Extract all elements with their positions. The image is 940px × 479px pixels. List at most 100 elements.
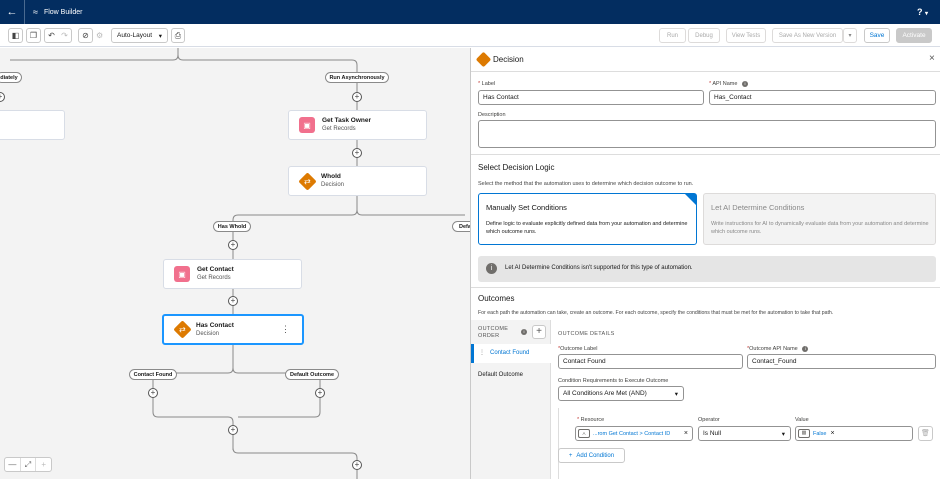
branch-pill-run-async[interactable]: Run Asynchronously — [325, 72, 389, 83]
chevron-down-icon: ▾ — [158, 32, 162, 40]
drag-handle-icon[interactable]: ⋮ — [479, 350, 485, 356]
card-title: Let AI Determine Conditions — [711, 203, 805, 212]
settings-gear-icon[interactable]: ⚙ — [96, 31, 104, 40]
outcome-api-name-label: *Outcome API Name i — [747, 346, 809, 352]
add-element-plus-icon[interactable]: + — [228, 425, 238, 435]
add-condition-label: Add Condition — [576, 452, 615, 459]
condition-requirements-value: All Conditions Are Met (AND) — [563, 390, 647, 397]
outcome-item-label: Contact Found — [490, 350, 530, 356]
add-element-plus-icon[interactable]: + — [315, 388, 325, 398]
card-manual-conditions[interactable]: Manually Set Conditions Define logic to … — [478, 193, 697, 245]
save-options-chevron-icon[interactable]: ▾ — [843, 28, 857, 43]
decision-properties-panel: Decision × * Label Has Contact * API Nam… — [470, 48, 940, 479]
api-name-label-text: API Name — [712, 81, 738, 87]
api-name-input[interactable]: Has_Contact — [709, 90, 936, 105]
card-title: Manually Set Conditions — [486, 203, 567, 212]
header-divider — [24, 0, 25, 24]
divider — [471, 287, 940, 288]
outcomes-description: For each path the automation can take, c… — [478, 310, 834, 316]
print-icon[interactable]: ⎙ — [171, 28, 185, 43]
decision-icon: ⇄ — [173, 320, 192, 339]
get-records-icon: ▣ — [299, 117, 315, 133]
layout-select[interactable]: Auto-Layout ▾ — [111, 28, 168, 43]
condition-requirements-select[interactable]: All Conditions Are Met (AND)▾ — [558, 386, 684, 401]
add-element-plus-icon[interactable]: + — [352, 148, 362, 158]
outcome-item-label[interactable]: Default Outcome — [478, 372, 524, 378]
card-ai-conditions[interactable]: Let AI Determine Conditions Write instru… — [703, 193, 936, 245]
delete-condition-icon[interactable]: 🗑 — [918, 426, 933, 441]
description-textarea[interactable] — [478, 120, 936, 148]
redo-icon[interactable]: ↷ — [61, 31, 68, 40]
fit-view-icon[interactable]: ⤢ — [21, 458, 37, 471]
add-outcome-button[interactable]: + — [532, 325, 546, 339]
zoom-in-icon[interactable]: + — [41, 460, 47, 469]
panel-title: Decision — [493, 55, 524, 64]
run-button[interactable]: Run — [659, 28, 686, 43]
decision-logic-description: Select the method that the automation us… — [478, 181, 694, 187]
add-element-plus-icon[interactable]: + — [228, 240, 238, 250]
cancel-debug-icon[interactable]: ⊘ — [78, 28, 93, 43]
operator-label: Operator — [698, 417, 720, 423]
node-title: Has Contact — [196, 321, 234, 329]
undo-icon[interactable]: ↶ — [48, 31, 55, 40]
clear-resource-icon[interactable]: × — [683, 430, 688, 437]
selected-corner-icon — [685, 194, 696, 205]
node-menu-icon[interactable]: ⋮ — [281, 324, 290, 334]
boolean-type-icon: ▩ — [798, 429, 810, 438]
debug-button[interactable]: Debug — [688, 28, 720, 43]
outcome-item-active[interactable]: ⋮ Contact Found — [471, 344, 551, 363]
manager-icon[interactable]: ❐ — [26, 28, 41, 43]
value-combobox[interactable]: ▩ False × — [795, 426, 913, 441]
info-icon[interactable]: i — [802, 346, 809, 352]
resource-type-icon: A — [578, 429, 590, 438]
branch-pill-default-partial[interactable]: Defa — [452, 221, 470, 232]
branch-pill-has-whoid[interactable]: Has WhoId — [213, 221, 251, 232]
help-icon[interactable]: ? ▾ — [917, 7, 928, 17]
clear-value-icon[interactable]: × — [830, 430, 835, 437]
node-title: Get Contact — [197, 266, 234, 273]
branch-pill-contact-found[interactable]: Contact Found — [129, 369, 177, 380]
info-icon[interactable]: i — [521, 329, 527, 335]
add-condition-button[interactable]: +Add Condition — [558, 448, 625, 463]
label-field-label-text: Label — [481, 81, 496, 87]
node-title: Get Task Owner — [322, 117, 372, 124]
info-icon[interactable]: i — [741, 81, 748, 87]
flow-builder-logo-icon: ≈ — [33, 7, 38, 17]
outcome-label-input[interactable]: Contact Found — [558, 354, 743, 369]
branch-pill-immediately[interactable]: diately — [0, 72, 22, 83]
save-button[interactable]: Save — [864, 28, 890, 43]
condition-requirements-label: Condition Requirements to Execute Outcom… — [558, 378, 669, 384]
app-title: Flow Builder — [43, 8, 83, 16]
get-records-icon: ▣ — [174, 266, 190, 282]
branch-pill-default-outcome[interactable]: Default Outcome — [285, 369, 339, 380]
view-tests-button[interactable]: View Tests — [726, 28, 766, 43]
divider — [471, 154, 940, 155]
outcome-api-name-input[interactable]: Contact_Found — [747, 354, 936, 369]
layout-select-value: Auto-Layout — [117, 32, 153, 39]
add-element-plus-icon[interactable]: + — [228, 296, 238, 306]
outcome-label-label: *Outcome Label — [558, 346, 598, 352]
plus-icon: + — [568, 452, 573, 459]
api-name-label: * API Name i — [709, 81, 748, 87]
save-as-new-version-button[interactable]: Save As New Version — [772, 28, 843, 43]
operator-select[interactable]: Is Null▾ — [698, 426, 791, 441]
add-element-plus-icon[interactable]: + — [148, 388, 158, 398]
decision-icon — [475, 51, 492, 68]
help-chevron-icon: ▾ — [924, 11, 928, 17]
back-arrow-icon[interactable]: ← — [6, 6, 18, 18]
flow-canvas[interactable]: diately + Run Asynchronously + ▣ Get Tas… — [0, 48, 470, 479]
label-input[interactable]: Has Contact — [478, 90, 704, 105]
activate-button[interactable]: Activate — [896, 28, 932, 43]
add-element-plus-icon[interactable]: + — [352, 92, 362, 102]
node-subtitle: Get Records — [322, 126, 356, 132]
partial-node[interactable] — [0, 110, 65, 140]
zoom-out-icon[interactable]: — — [5, 458, 21, 471]
resource-combobox[interactable]: A ...rom Get Contact > Contact ID × — [575, 426, 693, 441]
add-element-plus-icon[interactable]: + — [352, 460, 362, 470]
close-icon[interactable]: × — [929, 53, 935, 64]
toggle-toolbox-icon[interactable]: ◧ — [8, 28, 23, 43]
